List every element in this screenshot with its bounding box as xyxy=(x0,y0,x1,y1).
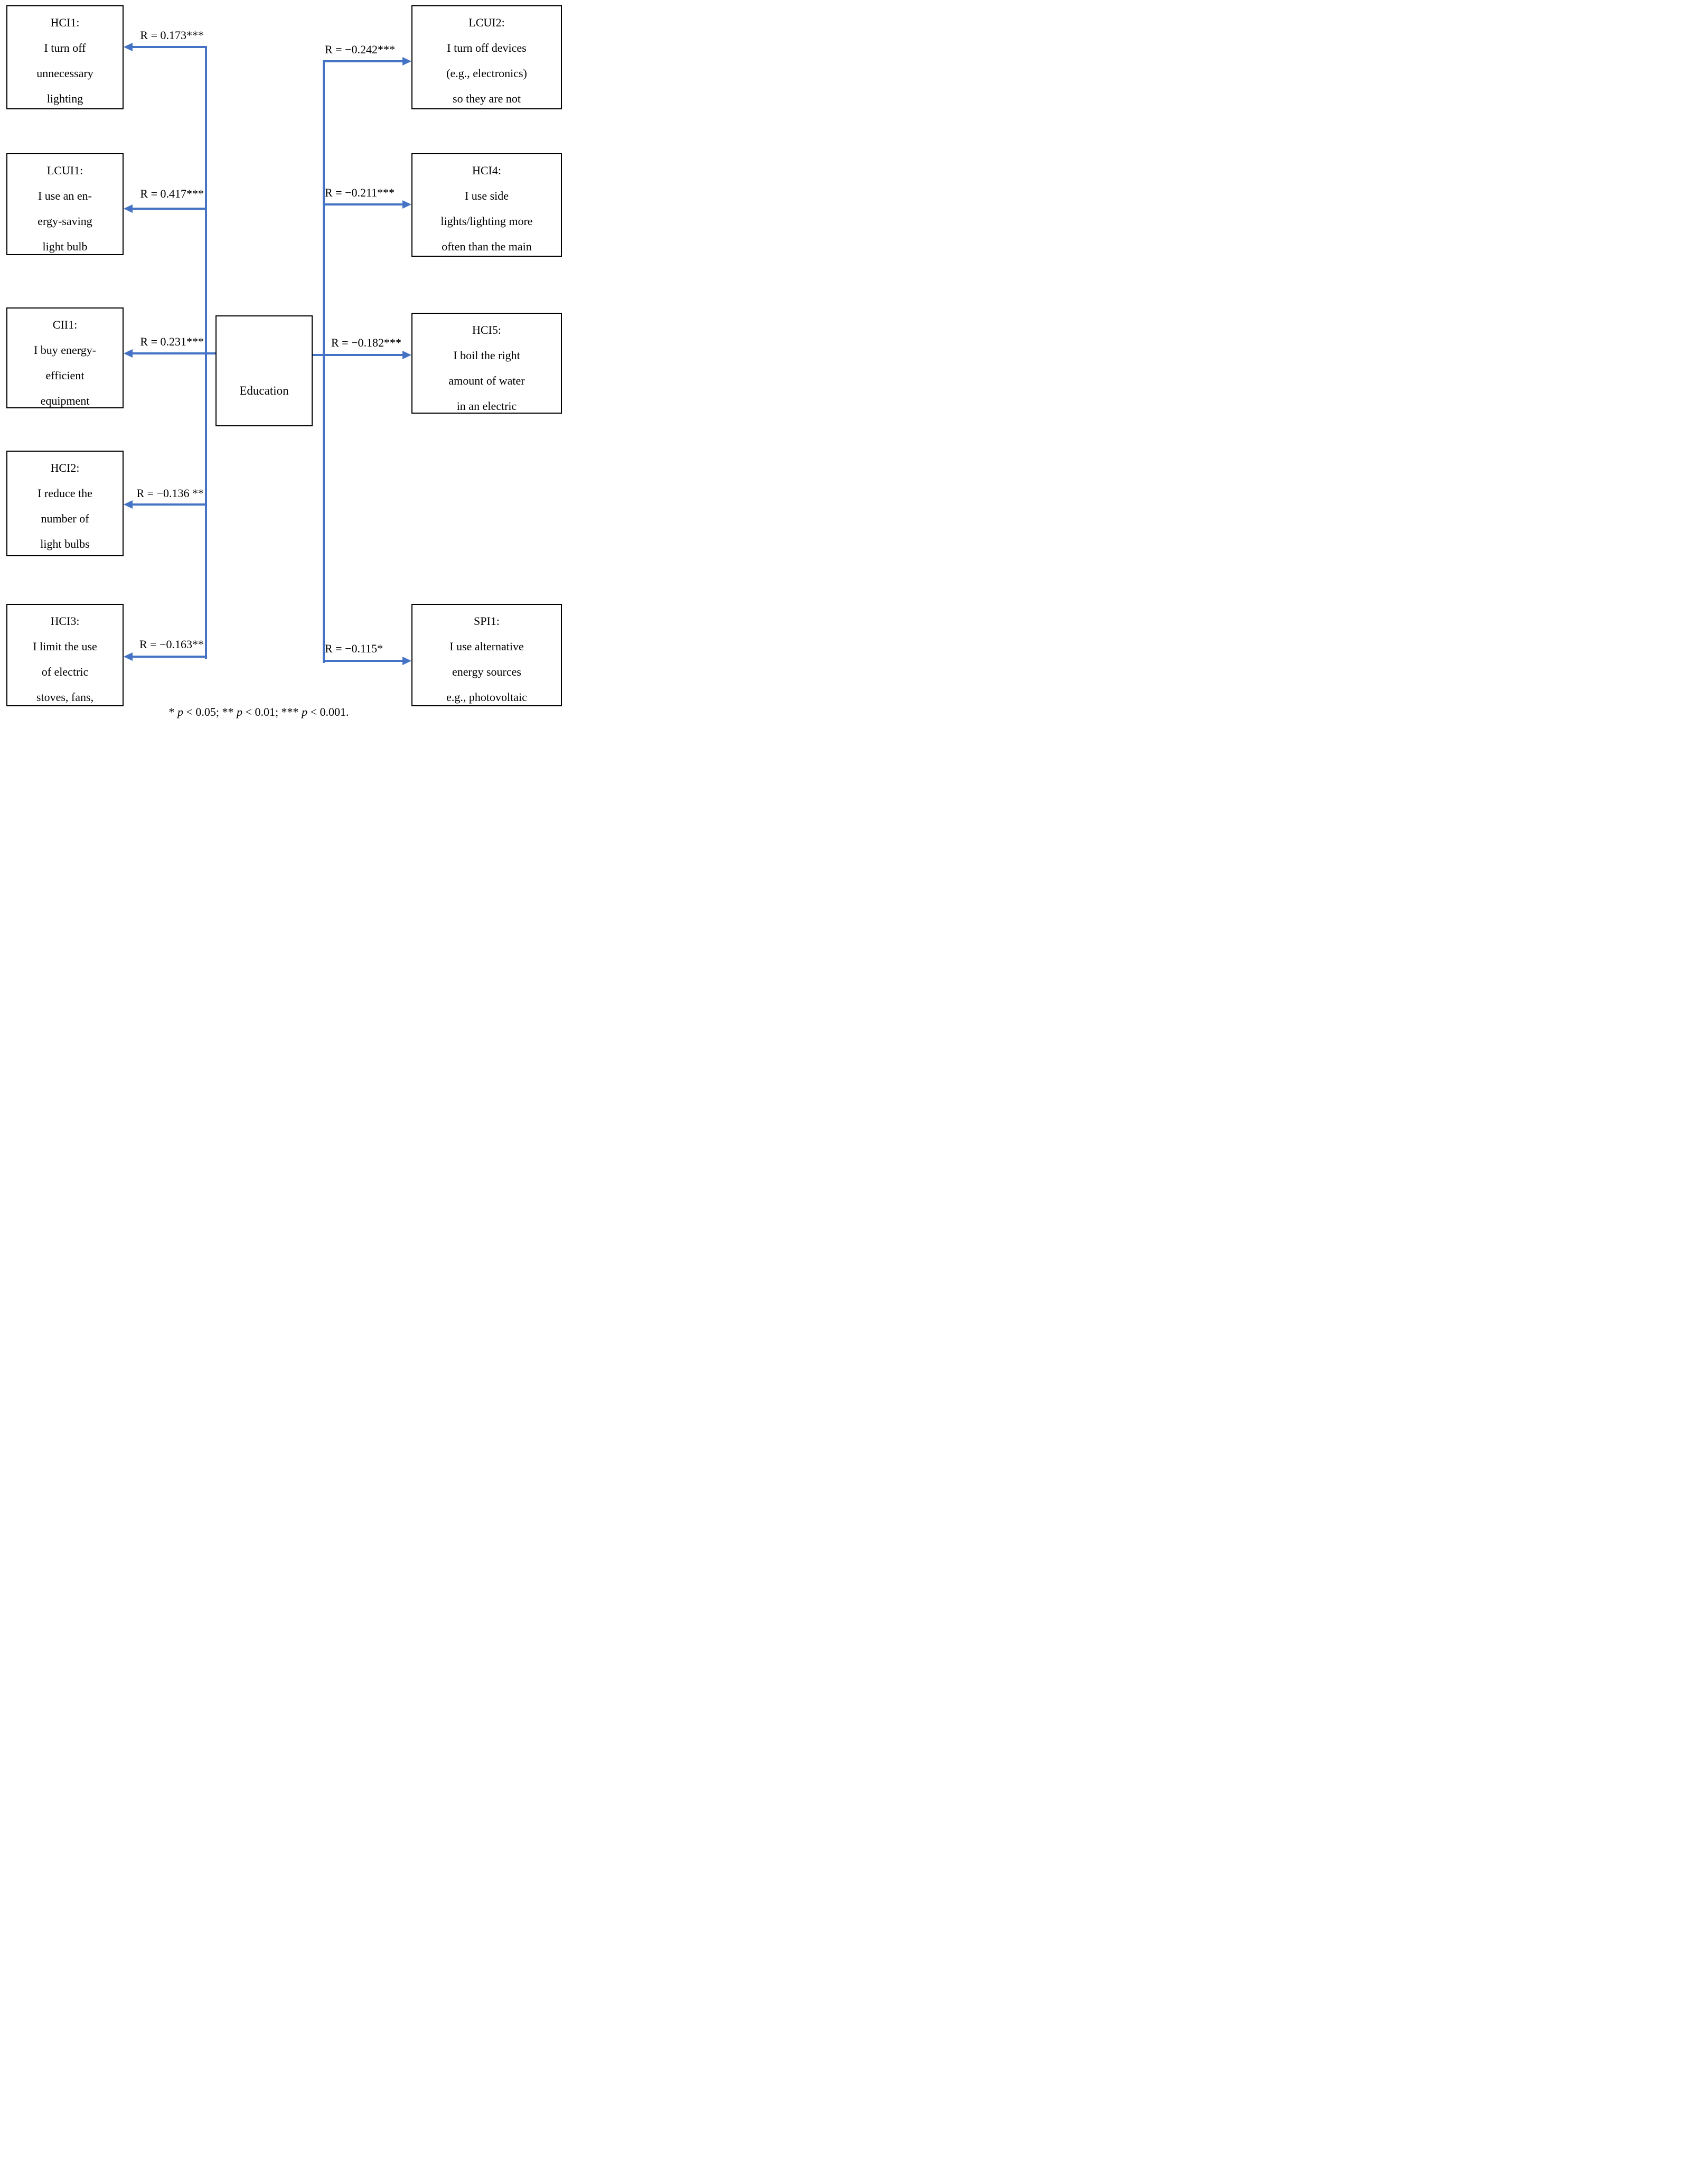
connector-education-hci1 xyxy=(133,46,207,48)
box-hci1-line: unnecessary xyxy=(36,67,93,80)
box-lcui1-title: LCUI1: xyxy=(46,164,83,177)
box-hci2-line: number of xyxy=(41,512,89,525)
box-hci5-title: HCI5: xyxy=(472,323,501,337)
box-hci4-line: often than the main xyxy=(442,240,532,253)
box-hci5: HCI5: I boil the right amount of water i… xyxy=(411,313,562,414)
box-hci1-line: I turn off xyxy=(44,41,86,54)
box-lcui2-line: (e.g., electronics) xyxy=(446,67,527,80)
arrowhead-cii1-icon xyxy=(124,349,133,358)
box-hci2-line: I reduce the xyxy=(37,487,92,500)
r-label-lcui2: R = −0.242*** xyxy=(325,43,395,56)
arrowhead-spi1-icon xyxy=(402,657,411,665)
box-hci1-line: lighting xyxy=(46,92,83,105)
arrowhead-hci2-icon xyxy=(124,500,133,509)
box-hci1-title: HCI1: xyxy=(50,16,80,29)
box-lcui2: LCUI2: I turn off devices (e.g., electro… xyxy=(411,5,562,109)
connector-education-spi1 xyxy=(323,660,402,662)
box-education: Education xyxy=(215,315,313,426)
box-hci2-title: HCI2: xyxy=(50,461,80,474)
correlation-diagram: { "figure": { "center_label": "Education… xyxy=(0,0,569,722)
box-spi1-title: SPI1: xyxy=(474,614,500,628)
box-cii1: CII1: I buy energy- efficient equipment xyxy=(6,307,124,408)
box-lcui2-line: I turn off devices xyxy=(447,41,527,54)
box-hci3-line: of electric xyxy=(41,665,89,678)
box-hci5-line: in an electric xyxy=(456,399,517,413)
box-hci3-line: I limit the use xyxy=(33,640,97,653)
box-lcui2-title: LCUI2: xyxy=(468,16,505,29)
box-hci5-line: amount of water xyxy=(448,374,525,387)
box-lcui2-line: so they are not xyxy=(453,92,521,105)
connector-education-lcui2 xyxy=(323,60,402,62)
box-lcui1-line: I use an en- xyxy=(37,189,92,202)
r-label-lcui1: R = 0.417*** xyxy=(140,187,204,200)
connector-education-cii1 xyxy=(133,352,215,354)
arrowhead-hci3-icon xyxy=(124,652,133,661)
arrowhead-lcui1-icon xyxy=(124,204,133,213)
r-label-cii1: R = 0.231*** xyxy=(140,335,204,348)
arrowhead-hci1-icon xyxy=(124,43,133,51)
box-hci4: HCI4: I use side lights/lighting more of… xyxy=(411,153,562,257)
significance-footnote: * p < 0.05; ** p < 0.01; *** p < 0.001. xyxy=(168,705,349,718)
box-lcui1-line: light bulb xyxy=(42,240,88,253)
box-hci4-line: lights/lighting more xyxy=(440,214,533,228)
arrowhead-lcui2-icon xyxy=(402,57,411,66)
arrowhead-hci4-icon xyxy=(402,200,411,209)
box-hci1: HCI1: I turn off unnecessary lighting xyxy=(6,5,124,109)
r-label-hci5: R = −0.182*** xyxy=(331,336,401,349)
box-cii1-line: equipment xyxy=(40,394,90,407)
box-spi1-line: I use alternative xyxy=(449,640,524,653)
r-label-hci3: R = −0.163** xyxy=(139,638,204,651)
right-connector-spine xyxy=(323,60,325,663)
box-hci4-title: HCI4: xyxy=(472,164,501,177)
box-spi1-line: energy sources xyxy=(452,665,521,678)
box-hci2: HCI2: I reduce the number of light bulbs xyxy=(6,451,124,556)
box-cii1-title: CII1: xyxy=(52,318,78,331)
connector-education-hci4 xyxy=(323,203,402,206)
r-label-spi1: R = −0.115* xyxy=(325,642,383,655)
box-cii1-line: efficient xyxy=(45,369,85,382)
box-hci4-line: I use side xyxy=(464,189,509,202)
r-label-hci4: R = −0.211*** xyxy=(325,186,395,199)
r-label-hci2: R = −0.136 ** xyxy=(136,487,204,500)
box-hci2-line: light bulbs xyxy=(40,537,90,550)
connector-education-hci5 xyxy=(313,354,402,356)
box-cii1-line: I buy energy- xyxy=(33,343,97,357)
education-label: Education xyxy=(239,384,289,397)
box-hci5-line: I boil the right xyxy=(453,349,520,362)
connector-education-hci3 xyxy=(133,656,207,658)
box-hci3-line: stoves, fans, xyxy=(36,690,94,704)
box-lcui1-line: ergy-saving xyxy=(37,214,92,228)
box-lcui1: LCUI1: I use an en- ergy-saving light bu… xyxy=(6,153,124,255)
connector-education-hci2 xyxy=(133,503,207,506)
box-spi1: SPI1: I use alternative energy sources e… xyxy=(411,604,562,706)
box-spi1-line: e.g., photovoltaic xyxy=(446,690,527,704)
r-label-hci1: R = 0.173*** xyxy=(140,29,204,42)
arrowhead-hci5-icon xyxy=(402,351,411,359)
box-hci3-title: HCI3: xyxy=(50,614,80,628)
connector-education-lcui1 xyxy=(133,208,207,210)
box-hci3: HCI3: I limit the use of electric stoves… xyxy=(6,604,124,706)
